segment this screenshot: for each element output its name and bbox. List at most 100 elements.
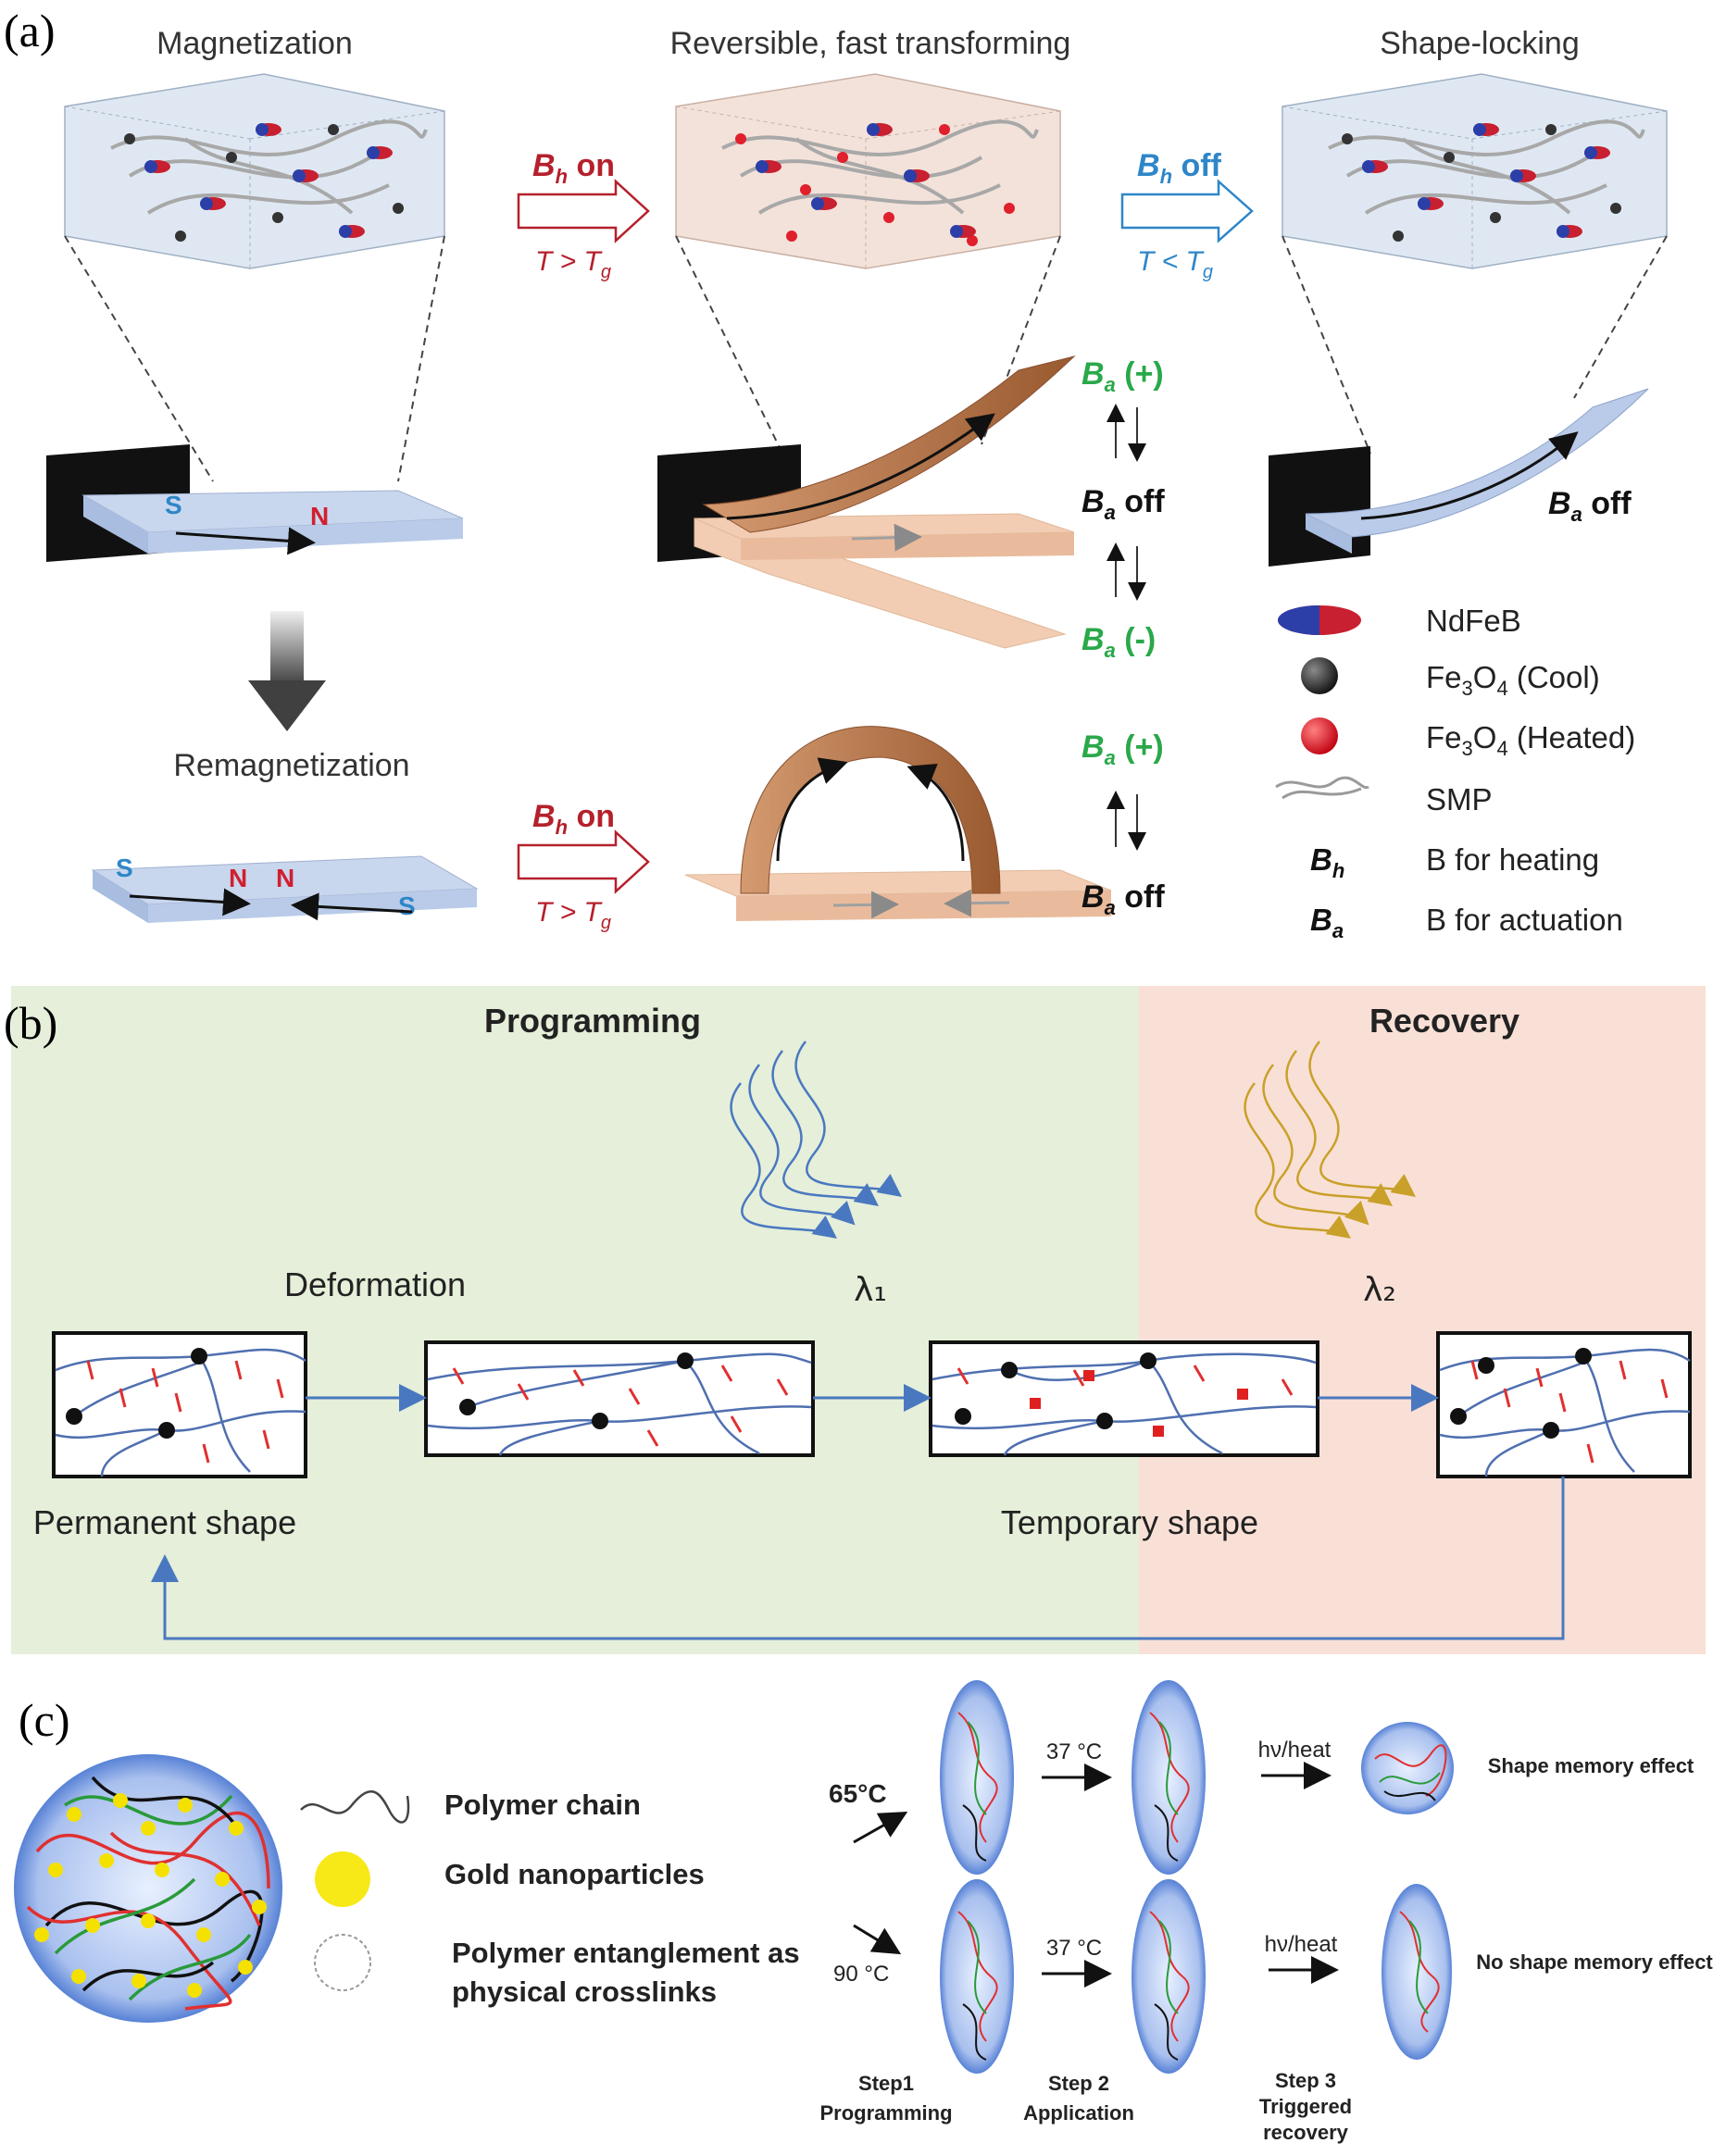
lambda1-label: λ₁ [854,1271,887,1309]
svg-text:Application: Application [1023,2101,1134,2125]
svg-text:Programming: Programming [819,2101,952,2125]
panel-b-label: (b) [4,997,57,1049]
svg-text:recovery: recovery [1263,2121,1349,2144]
svg-text:Step1: Step1 [858,2072,914,2095]
polymer-sphere [14,1754,282,2023]
material-box-2 [675,73,1061,269]
svg-text:S: S [398,891,416,920]
network-deformed [424,1340,815,1457]
svg-text:T > Tg: T > Tg [535,246,611,282]
svg-text:Bh on: Bh on [532,799,615,839]
svg-text:hν/heat: hν/heat [1265,1932,1338,1957]
temporary-shape-label: Temporary shape [1001,1503,1258,1541]
ellipsoid-step2-top [1132,1680,1206,1875]
svg-text:Gold nanoparticles: Gold nanoparticles [444,1858,705,1890]
svg-text:37 °C: 37 °C [1046,1936,1102,1961]
light-lambda1-icon [730,1041,903,1239]
polymer-chain-icon [300,1789,410,1824]
panel-a-label: (a) [4,5,56,56]
panel-c: (c) [14,1680,1713,2144]
beam-bending [657,355,1076,649]
ellipsoid-step3-bottom [1382,1884,1452,2060]
svg-text:Ba: Ba [1310,903,1344,942]
bh-off-arrow: Bh off T < Tg [1120,148,1254,282]
light-lambda2-icon [1244,1041,1417,1239]
bh-on-arrow-top: Bh on T > Tg [517,148,650,282]
svg-text:Step 3: Step 3 [1275,2069,1336,2092]
magnetization-title: Magnetization [156,26,353,61]
entanglement-icon [314,1934,371,1991]
svg-text:Ba (+): Ba (+) [1082,356,1164,396]
svg-text:Fe3O4 (Cool): Fe3O4 (Cool) [1426,660,1600,700]
svg-text:B for heating: B for heating [1426,842,1599,877]
svg-text:No shape memory effect: No shape memory effect [1476,1950,1713,1974]
legend-c: Polymer chain Gold nanoparticles Polymer… [300,1788,800,2008]
network-permanent [52,1331,307,1478]
svg-text:physical crosslinks: physical crosslinks [452,1975,717,2008]
svg-text:Step 2: Step 2 [1048,2072,1109,2095]
svg-text:37 °C: 37 °C [1046,1739,1102,1764]
reversible-title: Reversible, fast transforming [670,26,1071,61]
shape-locking-title: Shape-locking [1380,26,1579,61]
network-recovered [1436,1331,1692,1478]
svg-text:Bh off: Bh off [1137,148,1222,188]
remagnetization-label: Remagnetization [173,748,409,783]
recovery-background [1139,986,1706,1654]
programming-title: Programming [484,1002,701,1040]
svg-text:Ba (+): Ba (+) [1082,729,1164,769]
smp-icon [1275,776,1369,790]
process-arrows [151,1384,1565,1640]
process-row: 65°C 90 °C 37 °C 37 °C [819,1680,1713,2144]
ellipsoid-step1-top [940,1680,1014,1875]
svg-text:Fe3O4 (Heated): Fe3O4 (Heated) [1426,720,1635,760]
svg-text:hν/heat: hν/heat [1258,1738,1332,1763]
ellipsoid-step1-bottom [940,1879,1014,2074]
deformation-label: Deformation [284,1265,466,1303]
fe3o4-heated-icon [1301,717,1338,754]
svg-text:SMP: SMP [1426,782,1493,816]
n-pole-label: N [310,502,329,530]
panel-c-label: (c) [19,1694,70,1746]
svg-text:Bh: Bh [1310,842,1344,882]
s-pole-label: S [165,491,182,519]
svg-text:Ba off: Ba off [1082,879,1165,919]
material-box-3 [1282,73,1668,269]
svg-text:65°C: 65°C [829,1779,887,1808]
permanent-shape-label: Permanent shape [33,1503,296,1541]
ba-labels-bottom: Ba (+) Ba off [1082,729,1165,919]
svg-text:B for actuation: B for actuation [1426,903,1623,937]
sphere-recovered [1361,1722,1454,1814]
svg-text:Bh on: Bh on [532,148,615,188]
gold-nanoparticle-icon [315,1851,370,1907]
ba-labels: Ba (+) Ba off Ba (-) [1082,356,1165,662]
bh-on-arrow-bottom: Bh on T > Tg [517,799,650,933]
svg-text:T < Tg: T < Tg [1137,246,1213,282]
svg-text:Polymer entanglement as: Polymer entanglement as [452,1937,800,1969]
panel-b: (b) Programming Recovery Deformation λ₁ … [4,986,1706,1654]
ndfeb-particles [144,123,393,238]
svg-text:Triggered: Triggered [1259,2095,1352,2118]
beam-locked: Ba off [1269,388,1649,567]
svg-text:NdFeB: NdFeB [1426,604,1521,638]
svg-text:N: N [276,864,294,892]
svg-text:Ba (-): Ba (-) [1082,622,1156,662]
beam-magnetized: S N [46,444,464,562]
fe3o4-cool-icon [1301,657,1338,694]
svg-text:T > Tg: T > Tg [535,897,611,933]
svg-text:S: S [116,854,133,882]
svg-text:Ba off: Ba off [1082,484,1165,524]
svg-text:90 °C: 90 °C [833,1962,889,1987]
programming-background [11,986,1139,1654]
ellipsoid-step2-bottom [1132,1879,1206,2074]
legend-a: NdFeB Fe3O4 (Cool) Fe3O4 (Heated) SMP Bh… [1275,604,1635,942]
svg-text:Shape memory effect: Shape memory effect [1488,1754,1694,1777]
beam-arch [684,726,1112,921]
svg-text:N: N [229,864,247,892]
network-temporary [929,1340,1319,1457]
beam-remagnetized: S N N S [91,854,479,923]
material-box-1 [64,73,445,269]
svg-text:Ba off: Ba off [1548,486,1632,526]
panel-a: (a) Magnetization Reversible, fast trans… [4,5,1668,942]
fe3o4-cool-particles [124,124,404,242]
lambda2-label: λ₂ [1363,1271,1396,1309]
